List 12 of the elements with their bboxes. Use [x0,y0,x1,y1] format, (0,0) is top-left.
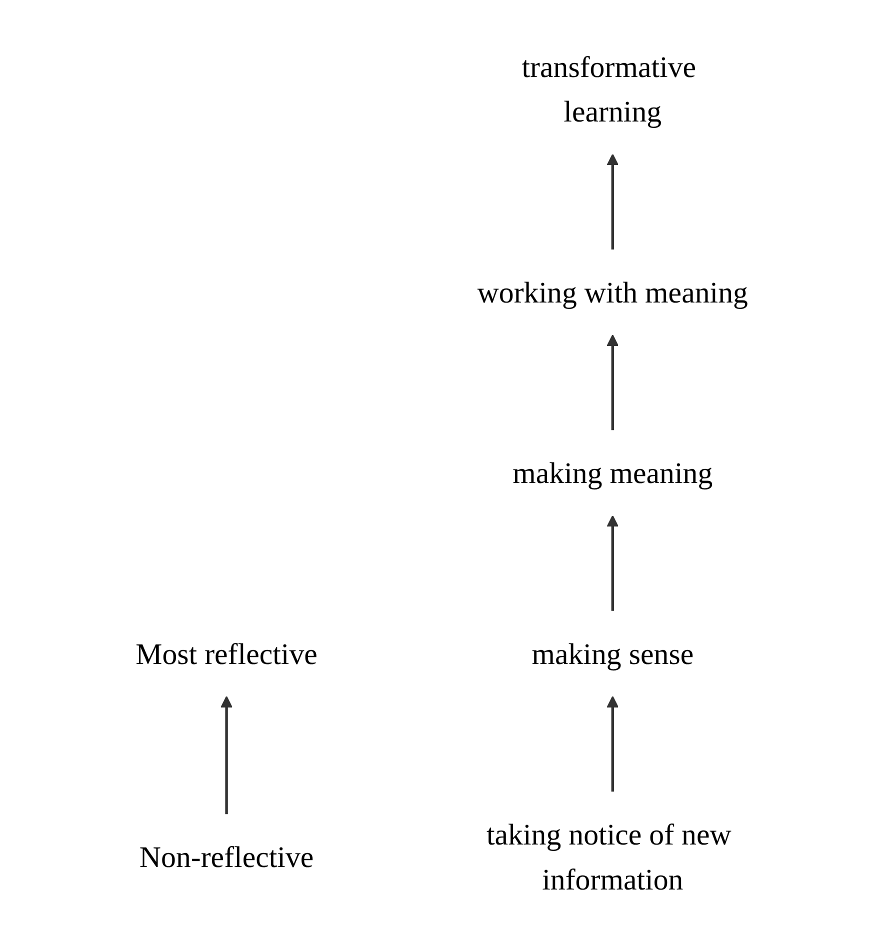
node-text: making sense [532,636,694,670]
arrow [607,696,620,792]
node-text: Non-reflective [140,839,314,874]
node-text: making meaning [513,456,714,490]
node-text: taking notice of new information [486,816,732,896]
arrow [607,153,620,249]
arrow [607,514,620,610]
node-text: Most reflective [136,636,318,670]
node-text: transformative learning [522,49,696,128]
node-text: working with meaning [478,274,748,309]
arrow [220,696,233,814]
arrow [607,334,620,430]
